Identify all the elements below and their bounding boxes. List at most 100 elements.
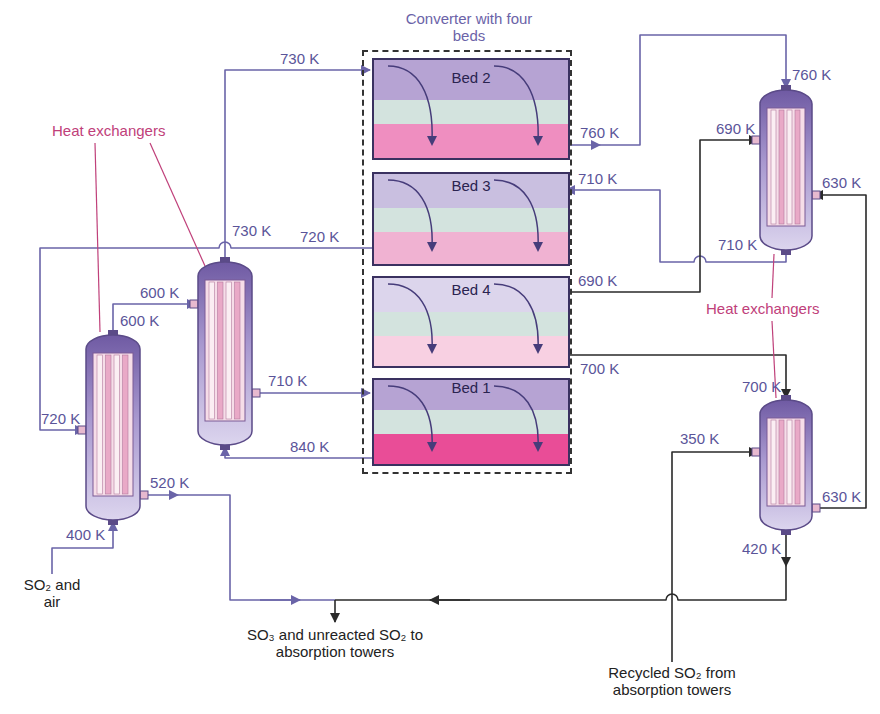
temperature-label: 710 K [268, 372, 307, 389]
pipe [785, 530, 787, 566]
bed-label: Bed 2 [374, 66, 568, 90]
shell [760, 400, 812, 530]
flow-arrow [494, 284, 538, 350]
stream-label: Recycled SO₂ from absorption towers [572, 664, 772, 698]
pipe [430, 599, 470, 601]
flow-arrow [494, 180, 538, 248]
catalyst-bed: Bed 4 [372, 276, 570, 368]
pipe [566, 190, 786, 262]
temperature-label: 420 K [742, 540, 781, 557]
heat-exchanger [190, 257, 260, 450]
side-nozzle [190, 300, 198, 308]
pipe [225, 70, 370, 262]
tube [771, 420, 776, 504]
tube [123, 355, 129, 494]
tube [787, 420, 792, 504]
flow-arrowhead [427, 442, 437, 452]
flow-arrow [388, 66, 432, 142]
leader-line [772, 254, 774, 298]
pipe [113, 304, 196, 335]
pipe [812, 195, 866, 508]
tube-bank [767, 108, 805, 226]
tube [779, 110, 784, 224]
tube [771, 110, 776, 224]
leader-line [150, 143, 205, 266]
flow-arrow [388, 180, 432, 248]
tube [795, 110, 800, 224]
flow-arrow [494, 66, 538, 142]
callout-label: Heat exchangers [52, 122, 165, 139]
temperature-label: 760 K [792, 66, 831, 83]
temperature-label: 630 K [822, 488, 861, 505]
temperature-label: 630 K [822, 174, 861, 191]
heat-exchanger [752, 85, 820, 255]
pipe [260, 599, 300, 601]
tube [787, 110, 792, 224]
callout-label: Heat exchangers [706, 300, 819, 317]
shell [760, 90, 812, 250]
shell [86, 335, 140, 520]
tube [209, 282, 215, 419]
converter-title: Converter with four beds [389, 10, 549, 44]
side-nozzle [252, 389, 260, 397]
stream-label: SO₃ and unreacted SO₂ to absorption towe… [235, 626, 435, 660]
tube [226, 282, 232, 419]
flow-arrowhead [427, 136, 437, 146]
pipe [564, 355, 786, 398]
flow-arrowhead [533, 136, 543, 146]
tube [795, 420, 800, 504]
temperature-label: 720 K [41, 410, 80, 427]
tube [97, 355, 103, 494]
tube [235, 282, 241, 419]
heat-exchanger [78, 330, 148, 525]
temperature-label: 840 K [290, 438, 329, 455]
catalyst-bed: Bed 3 [372, 172, 570, 266]
pipe [252, 392, 370, 394]
heat-exchanger [752, 395, 820, 535]
tube [114, 355, 120, 494]
flow-arrow [388, 284, 432, 350]
tube-bank [205, 280, 245, 421]
temperature-label: 730 K [232, 222, 271, 239]
bed-label: Bed 1 [374, 376, 568, 400]
converter-housing: Converter with four bedsBed 2Bed 3Bed 4B… [362, 50, 572, 474]
flow-arrowhead [533, 242, 543, 252]
tube-bank [93, 353, 133, 496]
tube [218, 282, 224, 419]
flow-arrowhead [533, 442, 543, 452]
tube [106, 355, 112, 494]
tube-bank [767, 418, 805, 506]
temperature-label: 730 K [280, 50, 319, 67]
temperature-label: 710 K [718, 236, 757, 253]
pipe [600, 35, 786, 145]
flow-arrowhead [533, 344, 543, 354]
temperature-label: 720 K [300, 228, 339, 245]
side-nozzle [752, 448, 760, 456]
temperature-label: 400 K [66, 526, 105, 543]
bed-label: Bed 3 [374, 174, 568, 198]
temperature-label: 700 K [742, 378, 781, 395]
temperature-label: 690 K [578, 272, 617, 289]
temperature-label: 760 K [580, 124, 619, 141]
flow-arrowhead [427, 344, 437, 354]
catalyst-bed: Bed 2 [372, 58, 570, 160]
pipe [52, 522, 113, 574]
flow-arrow [494, 386, 538, 448]
flow-arrowhead [427, 242, 437, 252]
temperature-label: 690 K [716, 120, 755, 137]
temperature-label: 710 K [578, 170, 617, 187]
side-nozzle [78, 426, 86, 434]
side-nozzle [140, 491, 148, 499]
pipe [672, 452, 758, 662]
temperature-label: 600 K [140, 284, 179, 301]
tube [779, 420, 784, 504]
temperature-label: 600 K [120, 312, 159, 329]
pipe [564, 140, 758, 292]
temperature-label: 520 K [150, 474, 189, 491]
bed-label: Bed 4 [374, 278, 568, 302]
side-nozzle [752, 136, 760, 144]
pipe [335, 566, 786, 600]
pipe [178, 495, 335, 600]
shell [198, 262, 252, 445]
